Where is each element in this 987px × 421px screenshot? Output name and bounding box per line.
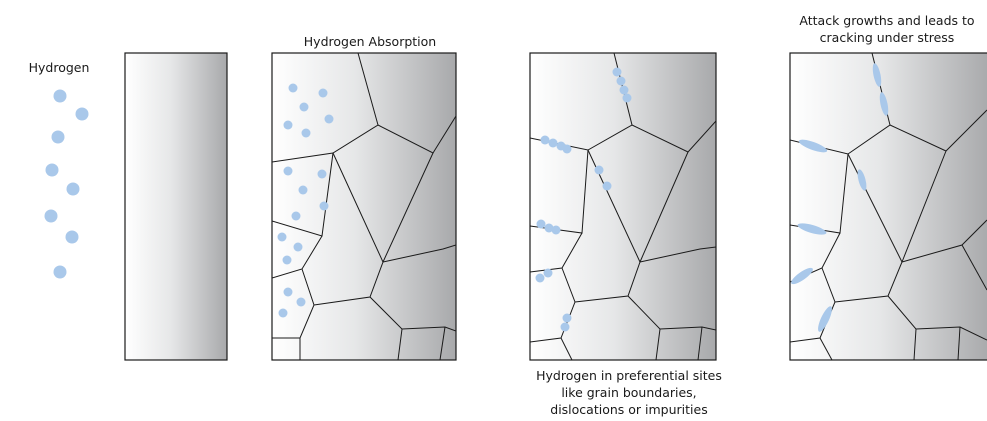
hydrogen-atom (612, 67, 622, 77)
cracking-label-line1: Attack growths and leads to (799, 13, 974, 28)
hydrogen-atom (65, 230, 79, 244)
hydrogen-atom (282, 255, 292, 265)
hydrogen-atom (298, 185, 308, 195)
crack-growths (791, 63, 889, 332)
hydrogen-atom (288, 83, 298, 93)
hydrogen-atom (536, 219, 546, 229)
hydrogen-atom (283, 120, 293, 130)
stage-preferential-sites: Hydrogen in preferential sites like grai… (529, 52, 722, 417)
hydrogen-atom (562, 313, 572, 323)
crack (798, 139, 828, 153)
metal-block-cracked (789, 52, 987, 361)
hydrogen-atom (66, 182, 80, 196)
hydrogen-atom (594, 165, 604, 175)
hydrogen-atom (317, 169, 327, 179)
hydrogen-atom (324, 114, 334, 124)
hydrogen-atom (602, 181, 612, 191)
trapped-hydrogen-atoms (535, 67, 632, 332)
preferential-sites-label-line2: like grain boundaries, (561, 385, 696, 400)
metal-block-trapped (529, 52, 717, 361)
hydrogen-atom (548, 138, 558, 148)
hydrogen-atom (51, 130, 65, 144)
hydrogen-atom (301, 128, 311, 138)
crack (791, 267, 813, 285)
free-hydrogen-atoms (44, 89, 89, 279)
hydrogen-atom (535, 273, 545, 283)
hydrogen-atom (562, 144, 572, 154)
stage-cracking: Attack growths and leads to cracking und… (789, 13, 987, 361)
crack (797, 223, 827, 235)
hydrogen-atom (540, 135, 550, 145)
hydrogen-atom (53, 89, 67, 103)
hydrogen-atom (283, 287, 293, 297)
stage-absorption: Hydrogen Absorption (271, 34, 457, 361)
hydrogen-atom (299, 102, 309, 112)
hydrogen-atom (75, 107, 89, 121)
hydrogen-atom (318, 88, 328, 98)
cracking-label-line2: cracking under stress (820, 30, 955, 45)
hydrogen-atom (44, 209, 58, 223)
preferential-sites-label-line3: dislocations or impurities (550, 402, 707, 417)
crack (872, 63, 882, 87)
absorption-label: Hydrogen Absorption (304, 34, 436, 49)
grain-boundaries (272, 53, 456, 360)
hydrogen-atom (551, 225, 561, 235)
hydrogen-atom (53, 265, 67, 279)
crack (818, 306, 832, 332)
preferential-sites-label-line1: Hydrogen in preferential sites (536, 368, 722, 383)
hydrogen-atom (283, 166, 293, 176)
crack (857, 169, 867, 191)
hydrogen-atom (293, 242, 303, 252)
metal-block (124, 52, 228, 361)
stage-hydrogen: Hydrogen (29, 60, 90, 279)
hydrogen-atom (278, 308, 288, 318)
hydrogen-atom (543, 268, 553, 278)
absorbed-hydrogen-atoms (277, 83, 334, 318)
hydrogen-atom (560, 322, 570, 332)
hydrogen-atom (296, 297, 306, 307)
hydrogen-atom (616, 76, 626, 86)
hydrogen-atom (622, 93, 632, 103)
crack (879, 92, 889, 116)
hydrogen-atom (291, 211, 301, 221)
hydrogen-atom (544, 223, 554, 233)
hydrogen-atom (45, 163, 59, 177)
hydrogen-atom (619, 85, 629, 95)
hydrogen-atom (319, 201, 329, 211)
hydrogen-atom (277, 232, 287, 242)
metal-block-absorbed (271, 52, 457, 361)
stage-metal (124, 52, 228, 361)
hydrogen-label: Hydrogen (29, 60, 90, 75)
